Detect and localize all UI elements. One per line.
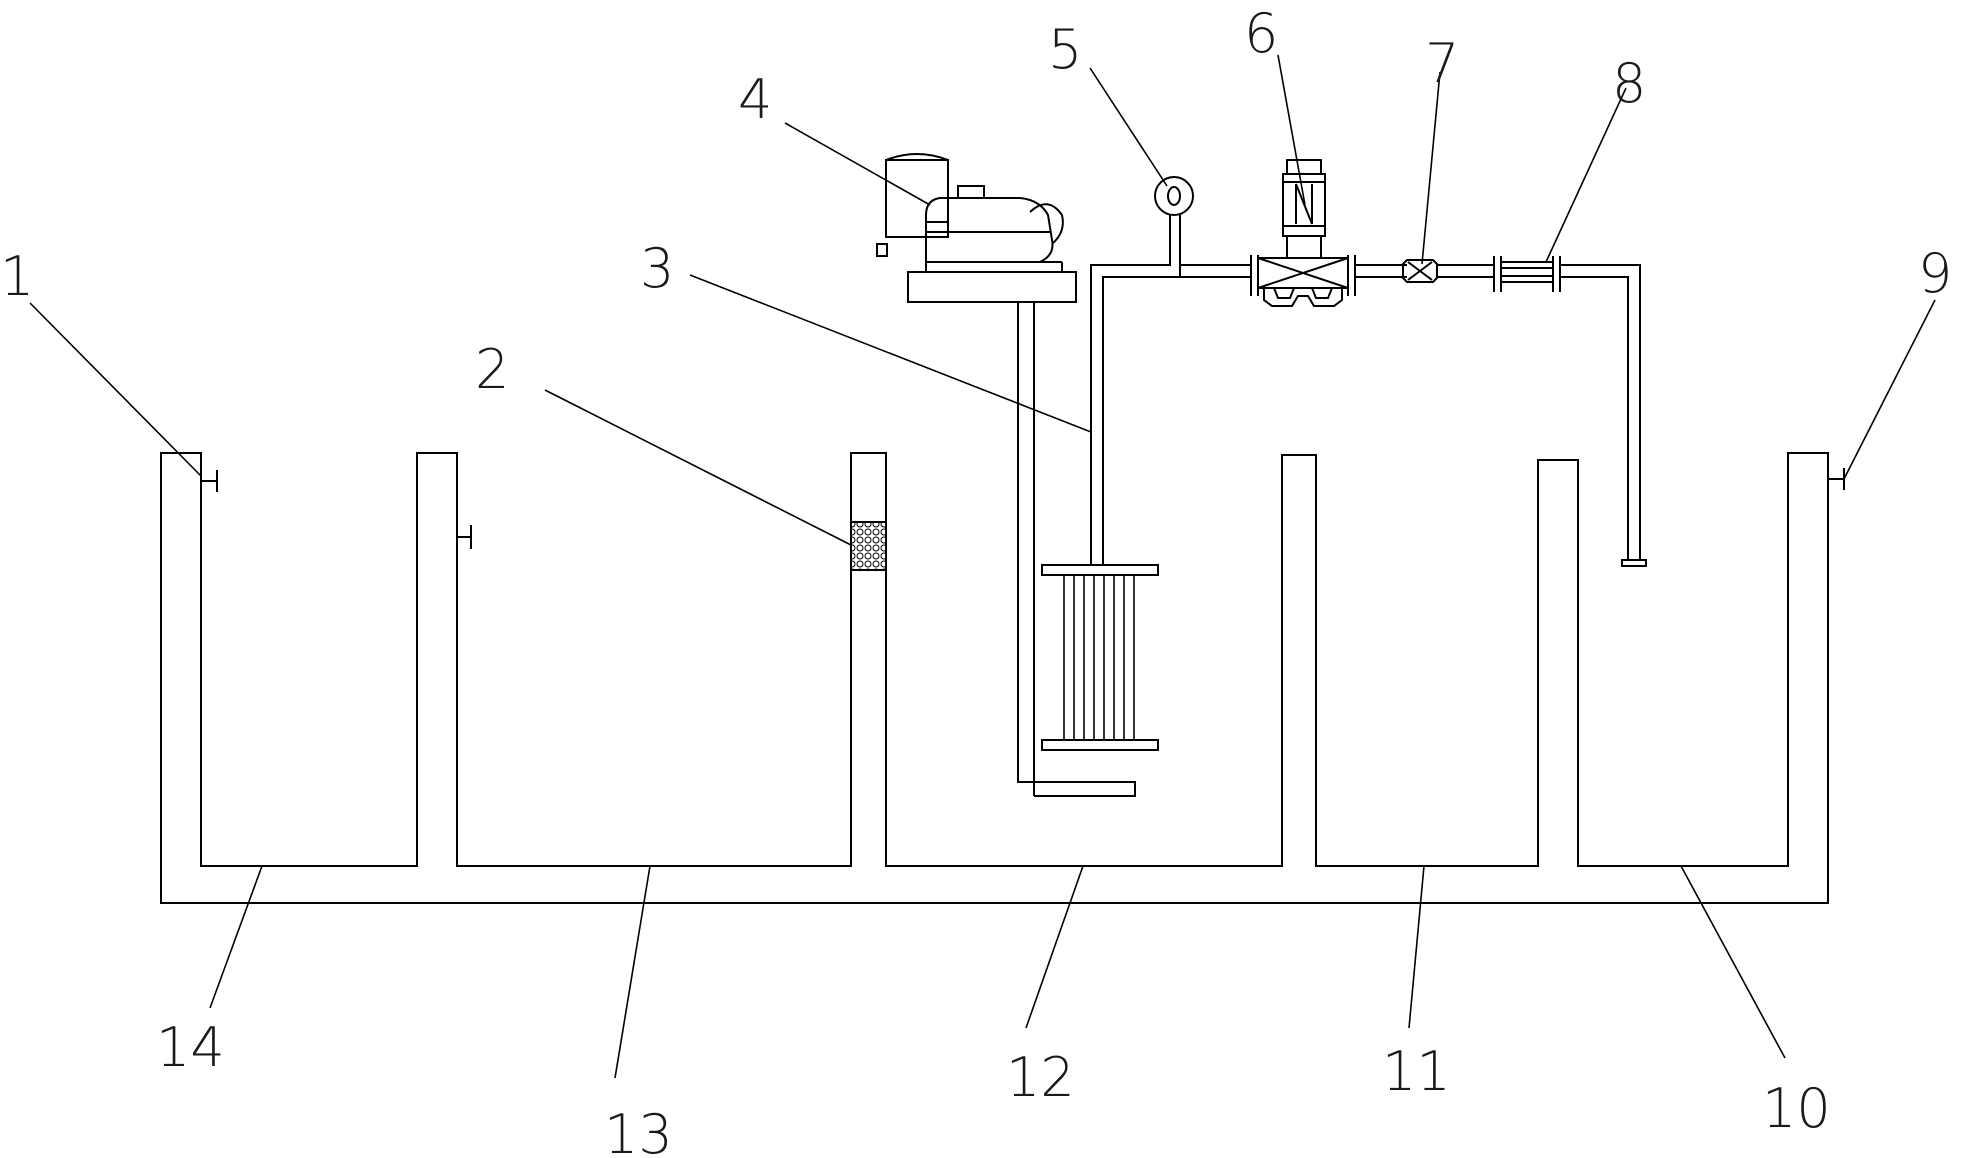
leader-12 xyxy=(1025,865,1084,1029)
blower-motor xyxy=(885,159,949,238)
flow-meter xyxy=(1493,256,1561,292)
blower-unit xyxy=(876,153,1077,303)
label-6: 6 xyxy=(1244,2,1278,65)
label-9: 9 xyxy=(1918,242,1952,305)
leader-8 xyxy=(1545,87,1627,263)
label-10: 10 xyxy=(1762,1077,1831,1140)
label-14: 14 xyxy=(156,1016,225,1079)
leader-13 xyxy=(614,865,651,1079)
membrane-module xyxy=(1041,564,1159,751)
label-11: 11 xyxy=(1382,1040,1451,1103)
inlet-nozzle xyxy=(201,470,218,492)
leader-11 xyxy=(1408,865,1425,1029)
leader-1 xyxy=(29,302,202,477)
leader-lines xyxy=(29,54,1936,1079)
pressure-gauge xyxy=(1154,176,1194,228)
label-7: 7 xyxy=(1425,32,1459,95)
label-2: 2 xyxy=(475,338,509,401)
leader-14 xyxy=(209,865,263,1009)
tank-body xyxy=(160,452,1829,904)
return-pipe xyxy=(1560,264,1647,567)
tank-outer-wall xyxy=(160,452,1829,904)
label-4: 4 xyxy=(738,68,772,131)
outlet-nozzle xyxy=(1828,468,1845,490)
filter-screen xyxy=(850,521,887,571)
label-13: 13 xyxy=(604,1103,673,1158)
leader-5 xyxy=(1089,67,1168,187)
leader-2 xyxy=(544,389,852,546)
leader-4 xyxy=(784,122,931,206)
aeration-pipe xyxy=(1017,302,1136,797)
leader-9 xyxy=(1843,299,1936,480)
leader-3 xyxy=(689,274,1092,433)
label-1: 1 xyxy=(0,245,34,308)
leader-7 xyxy=(1421,71,1441,265)
permeate-pipe xyxy=(1090,228,1251,565)
blower-housing xyxy=(925,197,1054,263)
check-valve xyxy=(1402,259,1438,283)
label-12: 12 xyxy=(1006,1046,1075,1109)
label-8: 8 xyxy=(1612,52,1646,115)
leader-6 xyxy=(1277,54,1306,206)
label-5: 5 xyxy=(1048,18,1082,81)
blower-base-plate xyxy=(907,271,1077,303)
internal-transfer-nozzle xyxy=(457,525,472,549)
leader-10 xyxy=(1680,865,1786,1059)
suction-pump xyxy=(1250,159,1356,307)
label-3: 3 xyxy=(640,237,674,300)
